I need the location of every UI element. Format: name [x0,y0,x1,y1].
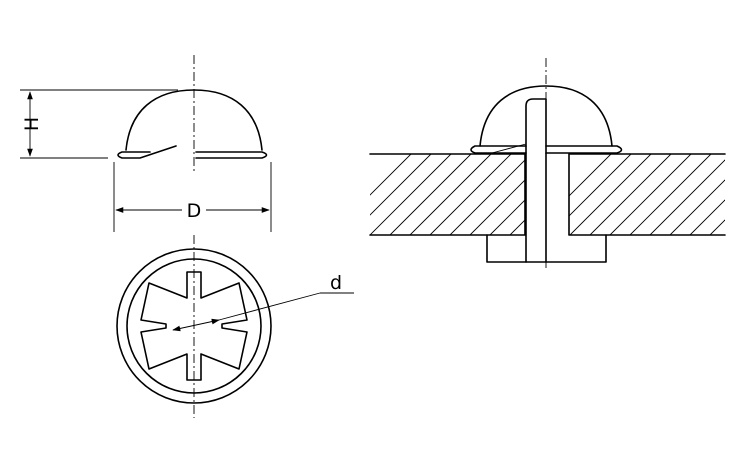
top-view: d [116,235,354,418]
flange-slit [491,143,527,154]
inner-circle [126,258,262,394]
outer-circle [116,248,272,404]
d-label: D [187,200,202,222]
star-cutout [140,271,248,381]
plate-outline-right [568,153,726,236]
plate-outline-left [369,153,526,236]
h-label: H [21,117,43,131]
inner-d-dimension-line [172,318,220,332]
flange-left [117,145,177,159]
plate-hatch-left [370,154,525,235]
shaft [525,98,547,263]
inner-d-label: d [330,272,342,294]
plate-hatch-right [569,154,725,235]
installed-flange-left [470,145,527,154]
installed-flange-right [545,145,623,154]
installed-section-view [369,58,726,268]
side-view: H D [20,55,272,232]
dome-outline [125,89,263,151]
flange-right [195,151,268,159]
installed-dome [479,85,613,147]
d-leader-line [218,292,321,321]
